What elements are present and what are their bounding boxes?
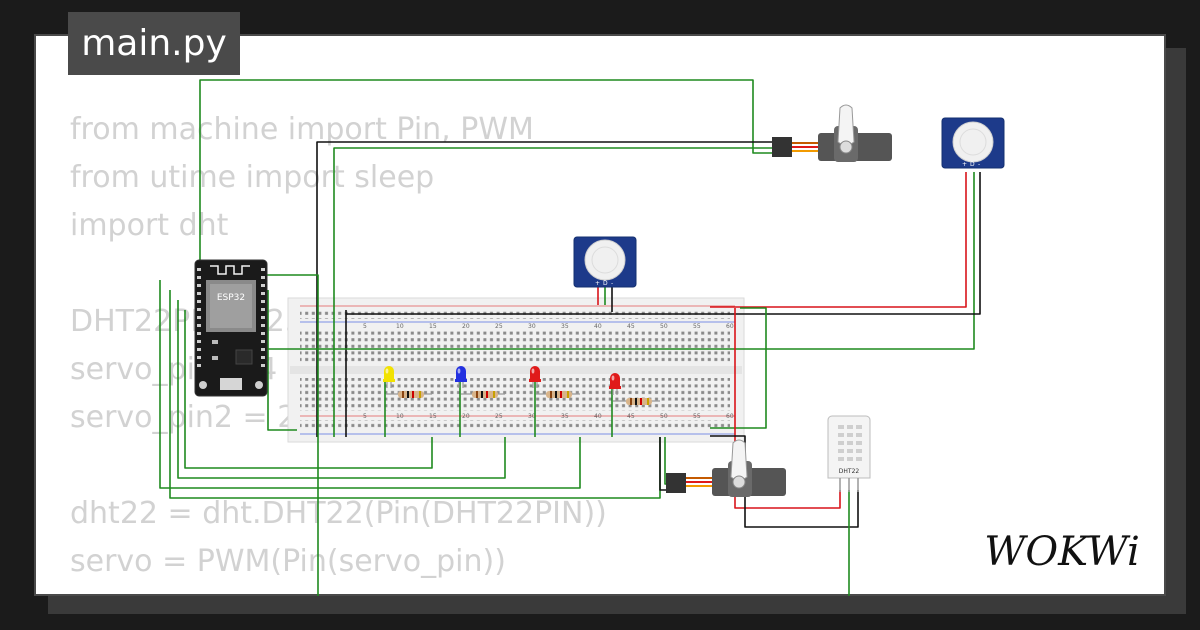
leds	[383, 366, 621, 395]
resistors	[386, 391, 660, 405]
wire	[710, 307, 767, 429]
column-number: 35	[561, 413, 569, 420]
column-number: 40	[594, 413, 602, 420]
code-line: from machine import Pin, PWM	[70, 112, 534, 147]
column-number: 5	[363, 323, 367, 330]
column-number: 35	[561, 323, 569, 330]
wire	[267, 290, 297, 431]
column-number: 45	[627, 323, 635, 330]
esp32-label: ESP32	[217, 293, 245, 303]
wire	[316, 141, 776, 437]
column-number: 5	[363, 413, 367, 420]
pir-pin-label: -	[978, 161, 980, 168]
servo-motor-top	[772, 104, 892, 162]
pir-sensor-right: + D -	[941, 117, 1005, 169]
wokwi-logo: WOKWi	[984, 529, 1140, 575]
wire	[734, 308, 841, 509]
column-number: 10	[396, 323, 404, 330]
esp32-board: ESP32	[194, 259, 268, 397]
column-number: 55	[693, 413, 701, 420]
column-number: 55	[693, 323, 701, 330]
column-number: 30	[528, 323, 536, 330]
column-number: 20	[462, 413, 470, 420]
led-yellow	[383, 366, 395, 388]
servo-motor-bottom	[666, 439, 786, 497]
column-number: 60	[726, 413, 734, 420]
pir-pin-label: D	[603, 280, 608, 287]
wire	[346, 172, 981, 315]
pir-pin-label: D	[970, 161, 975, 168]
wire	[184, 310, 433, 469]
column-number: 40	[594, 323, 602, 330]
column-number: 30	[528, 413, 536, 420]
code-line: servo2 = PWM(Pin(servo_pin2))	[70, 586, 607, 594]
wire	[659, 437, 668, 491]
dht22-sensor: DHT22	[827, 415, 871, 492]
code-line: servo = PWM(Pin(servo_pin))	[70, 544, 506, 579]
code-line: import dht	[70, 208, 229, 243]
column-number: 25	[495, 413, 503, 420]
code-line: from utime import sleep	[70, 160, 435, 195]
column-number: 15	[429, 413, 437, 420]
pir-pin-label: +	[962, 161, 967, 168]
pir-sensor-middle: + D -	[573, 236, 637, 288]
file-tab-label: main.py	[81, 23, 227, 64]
column-number: 60	[726, 323, 734, 330]
code-preview: from machine import Pin, PWM from utime i…	[70, 106, 607, 594]
column-number: 50	[660, 323, 668, 330]
code-line: dht22 = dht.DHT22(Pin(DHT22PIN))	[70, 496, 607, 531]
file-tab[interactable]: main.py	[68, 12, 240, 75]
wire	[199, 79, 776, 265]
column-number: 25	[495, 323, 503, 330]
column-number: 45	[627, 413, 635, 420]
column-number: 10	[396, 413, 404, 420]
dht22-label: DHT22	[839, 468, 860, 475]
pir-pin-label: +	[595, 280, 600, 287]
wire	[177, 300, 506, 479]
wire	[244, 172, 975, 350]
wires	[159, 79, 981, 596]
resistor	[386, 391, 432, 398]
column-number: 20	[462, 323, 470, 330]
resistor	[461, 391, 505, 398]
led-blue	[455, 366, 467, 388]
resistor	[536, 391, 580, 398]
breadboard: 5 10 15 20 25 30 35 40 45 50 55 60 5 10 …	[287, 297, 745, 443]
wire	[710, 172, 967, 308]
wire	[333, 147, 776, 437]
led-red	[609, 373, 621, 395]
wire	[710, 435, 859, 528]
column-number: 15	[429, 323, 437, 330]
pir-pin-label: -	[611, 280, 613, 287]
column-number: 50	[660, 413, 668, 420]
resistor	[613, 398, 660, 405]
wire	[159, 280, 581, 489]
led-red	[529, 366, 541, 388]
